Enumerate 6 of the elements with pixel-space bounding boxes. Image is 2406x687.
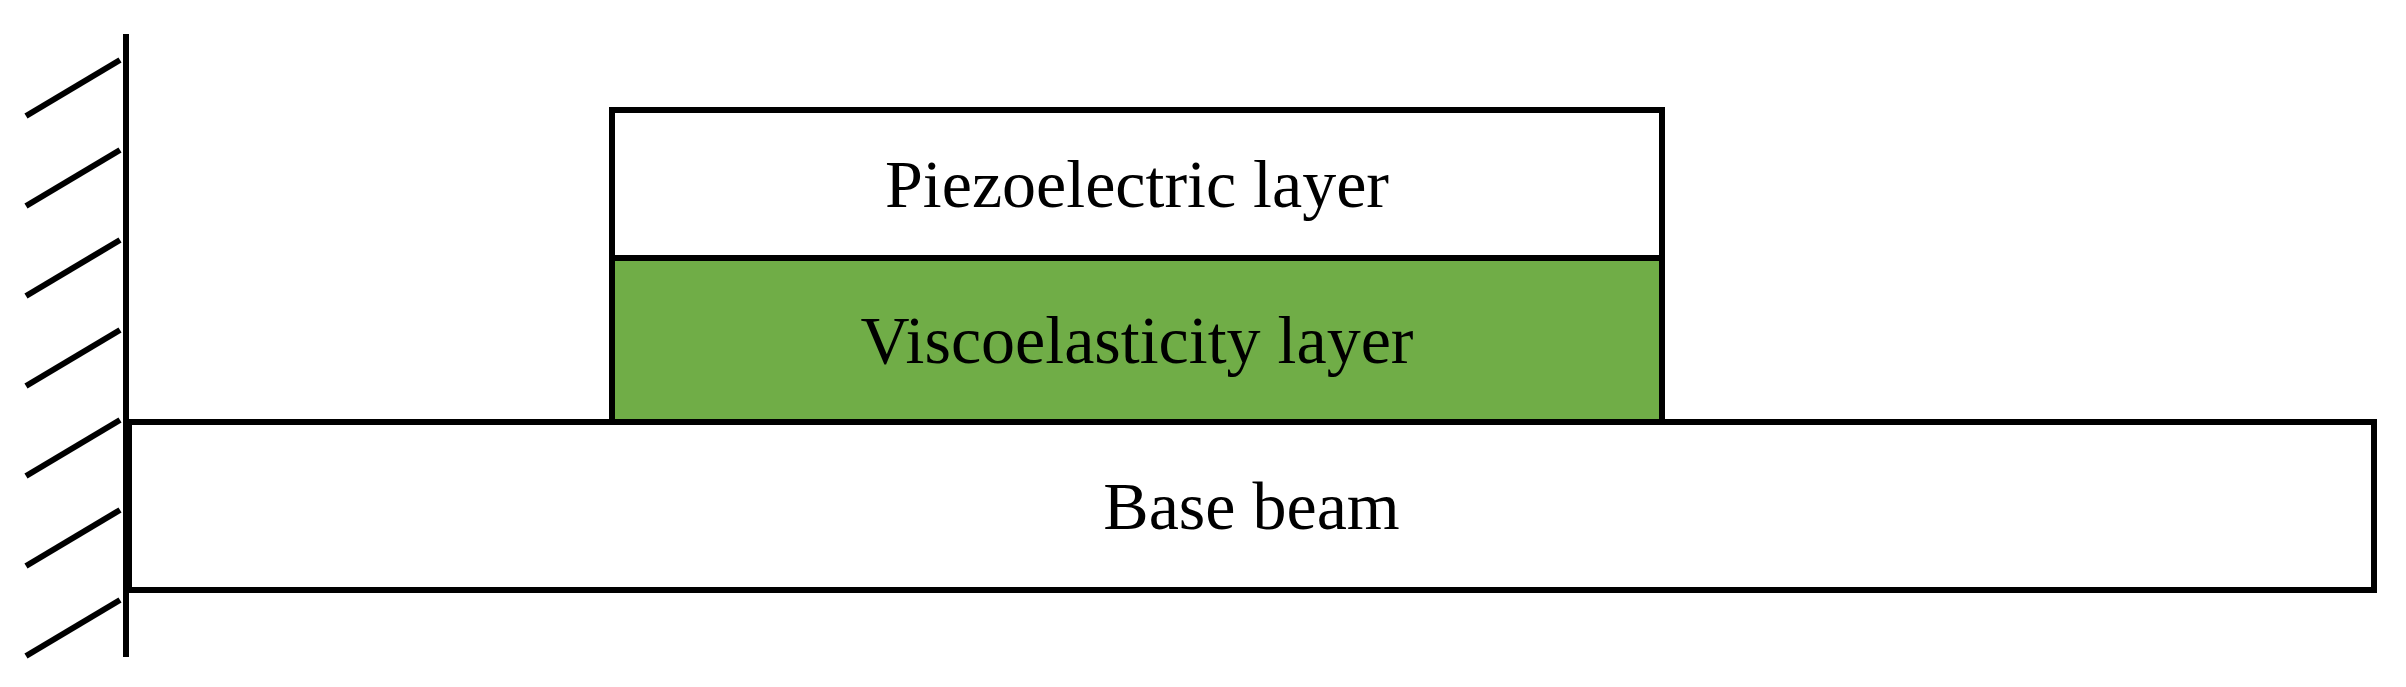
layer-box bbox=[609, 261, 1665, 419]
layer-label: Piezoelectric layer bbox=[885, 144, 1389, 224]
layer-label: Viscoelasticity layer bbox=[860, 300, 1414, 380]
layer-box bbox=[609, 107, 1665, 261]
layer-label: Base beam bbox=[1103, 466, 1400, 546]
layer-box bbox=[126, 419, 2377, 593]
